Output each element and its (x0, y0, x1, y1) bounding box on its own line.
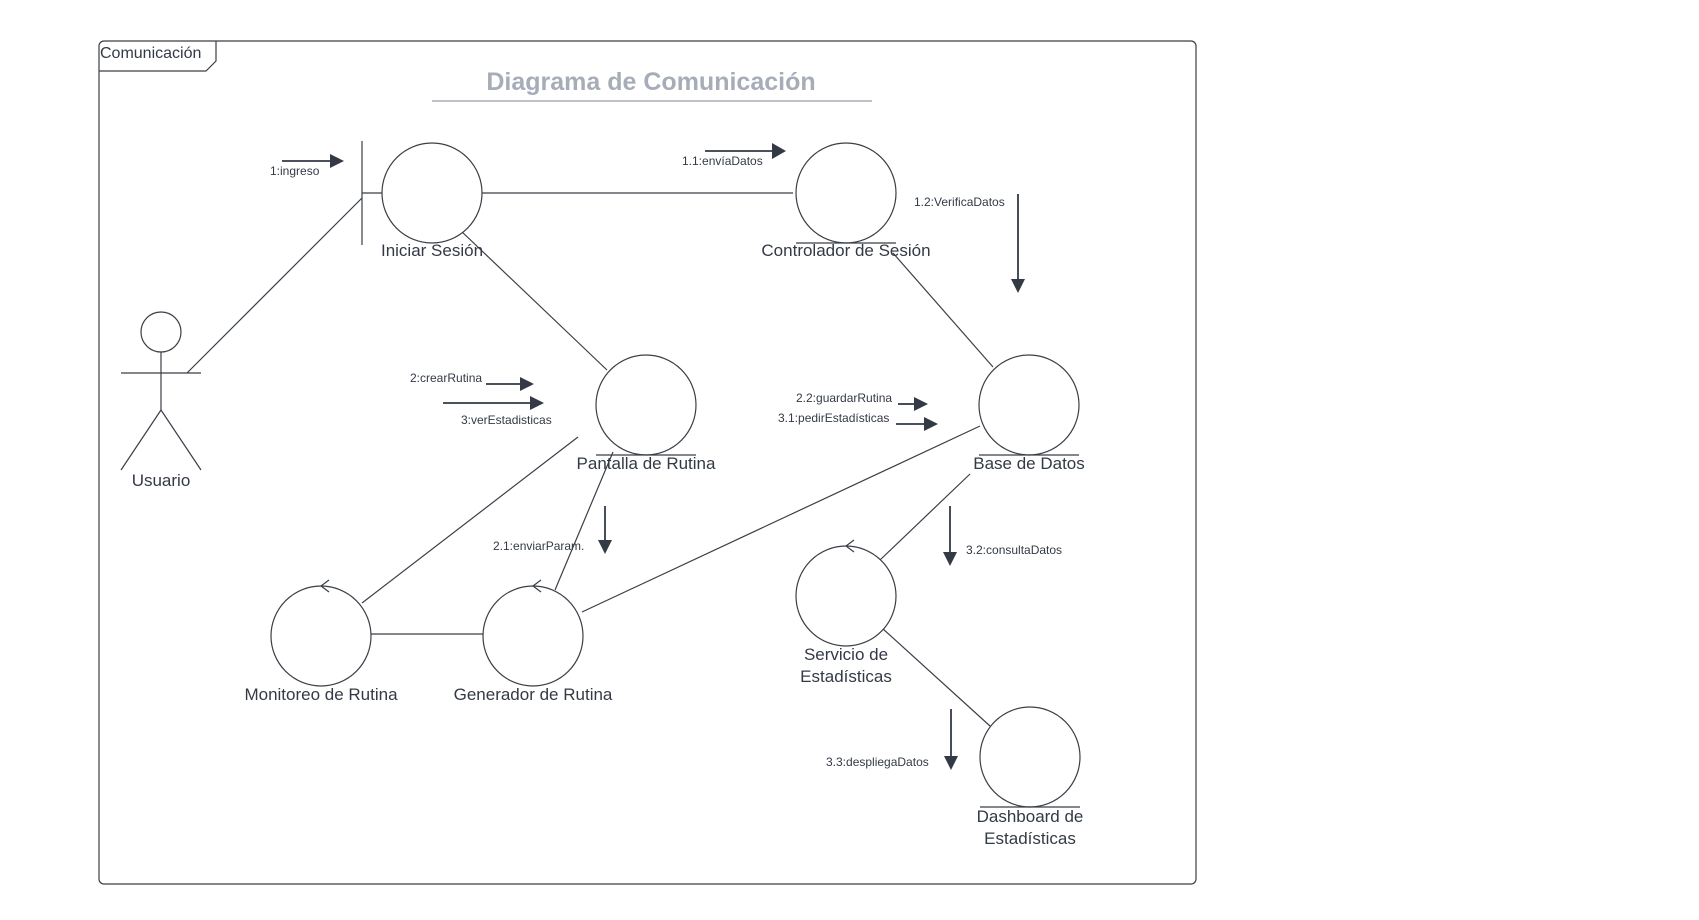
control-circle (270, 585, 372, 687)
control-arrow-icon (320, 579, 330, 593)
arrow-down-icon (598, 540, 612, 554)
link-generador-base (581, 425, 981, 613)
generador-rutina-label: Generador de Rutina (454, 685, 613, 704)
message-label: 2.1:enviarParam. (493, 539, 584, 553)
message-label: 3.2:consultaDatos (966, 543, 1062, 557)
link-pantalla-monitoreo (361, 436, 579, 604)
message-label: 1.2:VerificaDatos (914, 195, 1005, 209)
actor-right-leg (160, 409, 202, 471)
boundary-iniciar-sesion[interactable]: Iniciar Sesión (361, 141, 483, 260)
base-datos-label: Base de Datos (973, 454, 1085, 473)
monitoreo-rutina-label: Monitoreo de Rutina (244, 685, 398, 704)
message-label: 3.3:despliegaDatos (826, 755, 929, 769)
messages: 1:ingreso 1.1:envíaDatos 1.2:VerificaDat… (270, 143, 1062, 770)
message-despliega-datos: 3.3:despliegaDatos (826, 709, 958, 770)
actor-head (140, 311, 182, 353)
connections (186, 192, 994, 727)
message-label: 1:ingreso (270, 164, 320, 178)
servicio-estadisticas-label-2: Estadísticas (800, 667, 892, 686)
actor-left-leg (120, 409, 162, 471)
arrow-right-icon (772, 143, 786, 159)
arrow-down-icon (944, 756, 958, 770)
link-base-servicio (879, 473, 971, 561)
arrow-right-icon (914, 397, 928, 411)
frame-tag-label: Comunicación (100, 45, 201, 62)
link-servicio-dashboard (881, 627, 991, 727)
dashboard-estadisticas-label-1: Dashboard de (977, 807, 1084, 826)
entity-base-datos[interactable]: Base de Datos (973, 354, 1085, 473)
servicio-estadisticas-label-1: Servicio de (804, 645, 888, 664)
actor-usuario[interactable]: Usuario (120, 311, 202, 490)
message-label: 3.1:pedirEstadísticas (778, 411, 889, 425)
arrow-right-icon (924, 417, 938, 431)
message-guardar-rutina: 2.2:guardarRutina (796, 391, 928, 411)
control-monitoreo-rutina[interactable]: Monitoreo de Rutina (244, 579, 398, 704)
pantalla-rutina-label: Pantalla de Rutina (577, 454, 716, 473)
entity-circle (979, 706, 1081, 808)
arrow-right-icon (520, 377, 534, 391)
message-label: 2:crearRutina (410, 371, 482, 385)
message-label: 2.2:guardarRutina (796, 391, 892, 405)
arrow-down-icon (1011, 279, 1025, 293)
entity-controlador-sesion[interactable]: Controlador de Sesión (761, 142, 931, 260)
entity-dashboard-estadisticas[interactable]: Dashboard de Estadísticas (977, 706, 1084, 848)
controlador-sesion-label: Controlador de Sesión (761, 241, 930, 260)
message-label: 3:verEstadisticas (461, 413, 552, 427)
link-usuario-iniciar (186, 197, 363, 374)
diagram-frame (98, 40, 1197, 885)
arrow-right-icon (530, 396, 544, 410)
link-controlador-base (892, 252, 994, 368)
iniciar-sesion-label: Iniciar Sesión (381, 241, 483, 260)
diagram-title: Diagrama de Comunicación (486, 68, 815, 96)
entity-circle (595, 354, 697, 456)
message-label: 1.1:envíaDatos (682, 154, 763, 168)
entity-circle (795, 142, 897, 244)
control-circle (795, 545, 897, 647)
control-generador-rutina[interactable]: Generador de Rutina (454, 579, 613, 704)
message-verifica-datos: 1.2:VerificaDatos (914, 194, 1025, 293)
control-servicio-estadisticas[interactable]: Servicio de Estadísticas (795, 539, 897, 686)
entity-circle (978, 354, 1080, 456)
arrow-right-icon (330, 154, 344, 168)
actor-usuario-label: Usuario (132, 471, 191, 490)
control-arrow-icon (845, 539, 855, 553)
link-iniciar-pantalla (459, 229, 608, 371)
control-arrow-icon (532, 579, 542, 593)
frame-tag-box (99, 41, 217, 72)
entity-pantalla-rutina[interactable]: Pantalla de Rutina (577, 354, 716, 473)
message-ingreso: 1:ingreso (270, 154, 344, 178)
arrow-down-icon (943, 552, 957, 566)
message-envia-datos: 1.1:envíaDatos (682, 143, 786, 168)
message-crear-rutina: 2:crearRutina (410, 371, 534, 391)
message-consulta-datos: 3.2:consultaDatos (943, 506, 1062, 566)
dashboard-estadisticas-label-2: Estadísticas (984, 829, 1076, 848)
message-enviar-param: 2.1:enviarParam. (493, 506, 612, 554)
control-circle (482, 585, 584, 687)
link-pantalla-generador (554, 451, 614, 591)
boundary-circle (381, 142, 483, 244)
message-pedir-estadisticas: 3.1:pedirEstadísticas (778, 411, 938, 431)
message-ver-estadisticas: 3:verEstadisticas (443, 396, 552, 427)
